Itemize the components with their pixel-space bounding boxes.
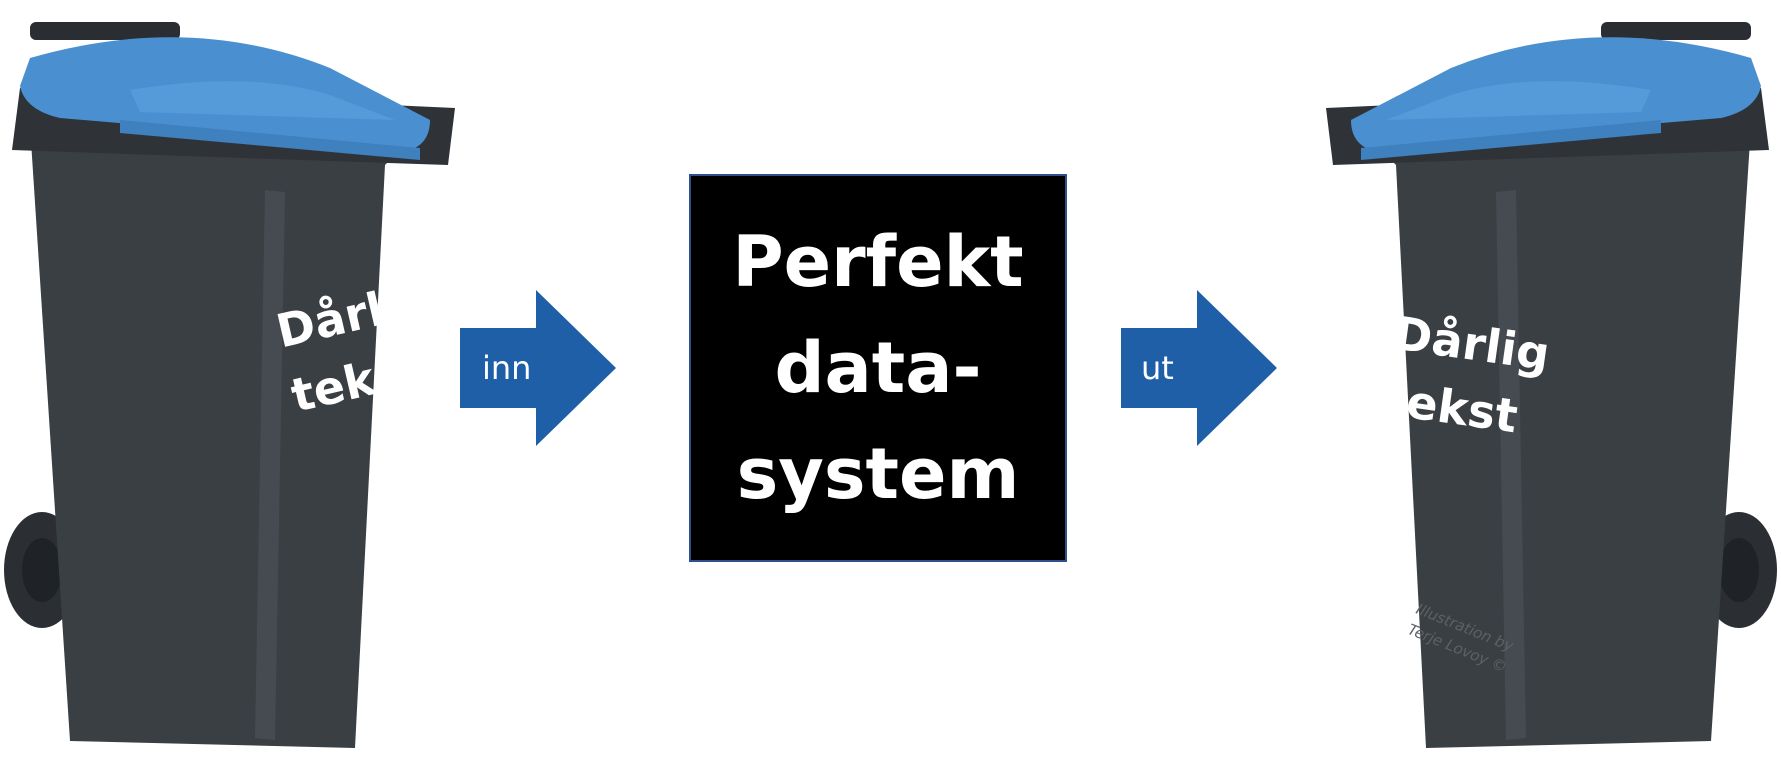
arrow-in: inn xyxy=(460,290,616,446)
system-line-1: Perfekt xyxy=(732,221,1024,303)
left-bin: Dårlig tekst xyxy=(0,0,500,761)
right-bin-label: Dårlig tekst xyxy=(1381,300,1554,452)
arrow-out: ut xyxy=(1121,290,1277,446)
right-bin: Dårlig tekst Illustration by Terje Lovoy… xyxy=(1281,0,1781,761)
wheelie-bin-icon xyxy=(4,22,455,748)
arrow-right-icon xyxy=(1121,290,1277,446)
system-line-2: data- xyxy=(774,327,982,409)
arrow-right-icon xyxy=(460,290,616,446)
arrow-in-label: inn xyxy=(482,349,532,387)
wheelie-bin-icon xyxy=(1326,22,1777,748)
data-system-box: Perfekt data- system xyxy=(689,174,1067,562)
system-line-3: system xyxy=(736,433,1020,515)
arrow-out-label: ut xyxy=(1141,349,1174,387)
